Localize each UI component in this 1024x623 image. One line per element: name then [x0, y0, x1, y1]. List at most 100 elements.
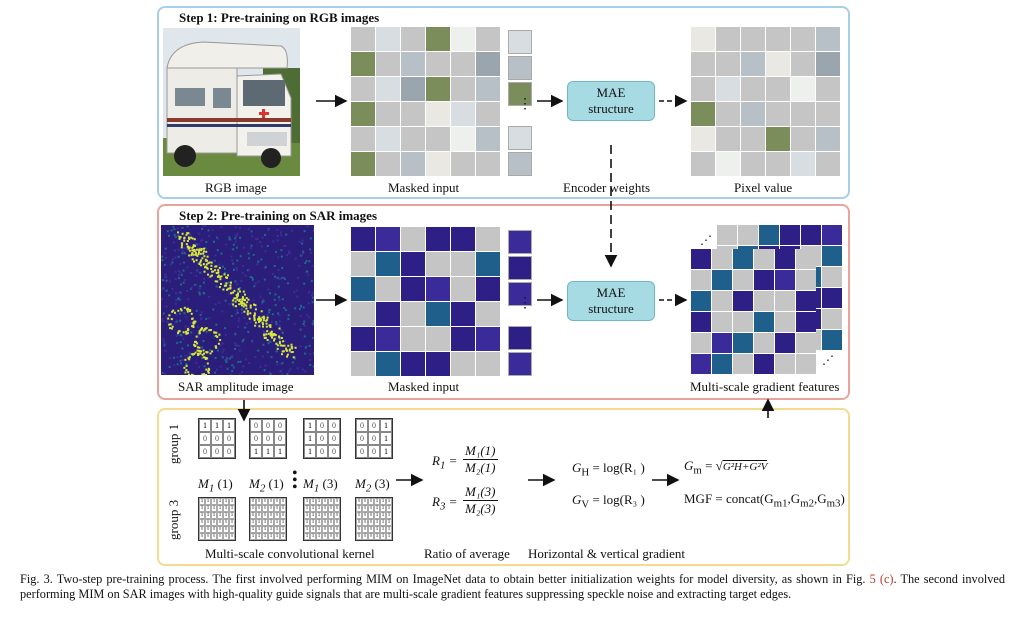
- visible-patch: [376, 27, 400, 51]
- dots-patch2: ⋮: [518, 296, 532, 311]
- masked-patch: [738, 225, 758, 245]
- rgb-image: [163, 28, 300, 176]
- visible-patch: [801, 225, 821, 245]
- masked-patch: [426, 252, 450, 276]
- visible-patch: [766, 127, 790, 151]
- masked-patch: [796, 354, 816, 374]
- visible-patch: [476, 127, 500, 151]
- masked-patch: [766, 152, 790, 176]
- r1-fraction: M₁(1)M₂(1): [463, 443, 498, 475]
- masked-patch: [712, 291, 732, 311]
- step2-title: Step 2: Pre-training on SAR images: [179, 208, 378, 223]
- masked-patch: [376, 102, 400, 126]
- visible-patch: [451, 102, 475, 126]
- visible-patch: [691, 102, 715, 126]
- visible-patch: [401, 52, 425, 76]
- visible-patch: [401, 252, 425, 276]
- visible-patch: [691, 312, 711, 332]
- masked-input-label-step1: Masked input: [388, 180, 460, 195]
- visible-patch: [426, 302, 450, 326]
- visible-patch: [476, 252, 500, 276]
- masked-patch: [766, 27, 790, 51]
- mae-label-2: structure: [588, 101, 634, 116]
- masked-patch: [733, 270, 753, 290]
- visible-patch: [376, 327, 400, 351]
- patch-thumbnail: [508, 152, 532, 176]
- masked-patch: [733, 354, 753, 374]
- m2-3-label: M2 (3): [355, 476, 390, 495]
- visible-patch: [376, 227, 400, 251]
- masked-patch: [716, 102, 740, 126]
- step1-title: Step 1: Pre-training on RGB images: [179, 10, 380, 25]
- dots-patch1: ⋮: [518, 97, 532, 112]
- visible-patch: [796, 312, 816, 332]
- masked-patch: [476, 152, 500, 176]
- masked-patch: [754, 291, 774, 311]
- visible-patch: [426, 27, 450, 51]
- visible-patch: [351, 327, 375, 351]
- masked-patch: [822, 267, 842, 287]
- masked-patch: [691, 152, 715, 176]
- masked-patch: [401, 102, 425, 126]
- step3-panel: [157, 408, 850, 566]
- masked-patch: [401, 227, 425, 251]
- mae-label-1: MAE: [596, 85, 626, 100]
- masked-patch: [717, 225, 737, 245]
- masked-patch: [351, 352, 375, 376]
- patch-thumbnail: [508, 56, 532, 80]
- kernel-label: Multi-scale convolutional kernel: [205, 546, 375, 561]
- masked-patch: [754, 249, 774, 269]
- masked-patch: [741, 152, 765, 176]
- visible-patch: [775, 333, 795, 353]
- masked-patch: [451, 352, 475, 376]
- masked-patch: [351, 252, 375, 276]
- masked-patch: [426, 327, 450, 351]
- mae-label-2: structure: [588, 301, 634, 316]
- masked-patch: [351, 302, 375, 326]
- m1-3-label: M1 (3): [303, 476, 338, 495]
- masked-patch: [351, 27, 375, 51]
- visible-patch: [816, 52, 840, 76]
- patch-thumbnail: [508, 256, 532, 280]
- visible-patch: [376, 352, 400, 376]
- masked-patch: [376, 152, 400, 176]
- patch-thumbnail: [508, 282, 532, 306]
- masked-patch: [791, 127, 815, 151]
- visible-patch: [351, 152, 375, 176]
- visible-patch: [716, 77, 740, 101]
- visible-patch: [733, 291, 753, 311]
- masked-patch: [816, 77, 840, 101]
- visible-patch: [733, 249, 753, 269]
- visible-patch: [476, 77, 500, 101]
- masked-patch: [401, 302, 425, 326]
- visible-patch: [426, 77, 450, 101]
- visible-patch: [426, 102, 450, 126]
- masked-patch: [775, 354, 795, 374]
- masked-input-grid-step2: [351, 227, 500, 376]
- visible-patch: [401, 152, 425, 176]
- visible-patch: [775, 270, 795, 290]
- visible-patch: [451, 227, 475, 251]
- gv-equation: GV = log(R₃ ): [572, 492, 645, 511]
- figure-link[interactable]: 5 (c): [869, 572, 894, 586]
- visible-patch: [426, 152, 450, 176]
- masked-patch: [451, 77, 475, 101]
- masked-patch: [691, 270, 711, 290]
- mae-structure-step1: MAE structure: [567, 81, 655, 121]
- visible-patch: [426, 352, 450, 376]
- visible-patch: [733, 333, 753, 353]
- visible-patch: [691, 354, 711, 374]
- visible-patch: [741, 52, 765, 76]
- sar-amplitude-image: [161, 225, 314, 375]
- masked-patch: [451, 252, 475, 276]
- visible-patch: [796, 291, 816, 311]
- masked-patch: [476, 27, 500, 51]
- encoder-weights-label: Encoder weights: [563, 180, 651, 195]
